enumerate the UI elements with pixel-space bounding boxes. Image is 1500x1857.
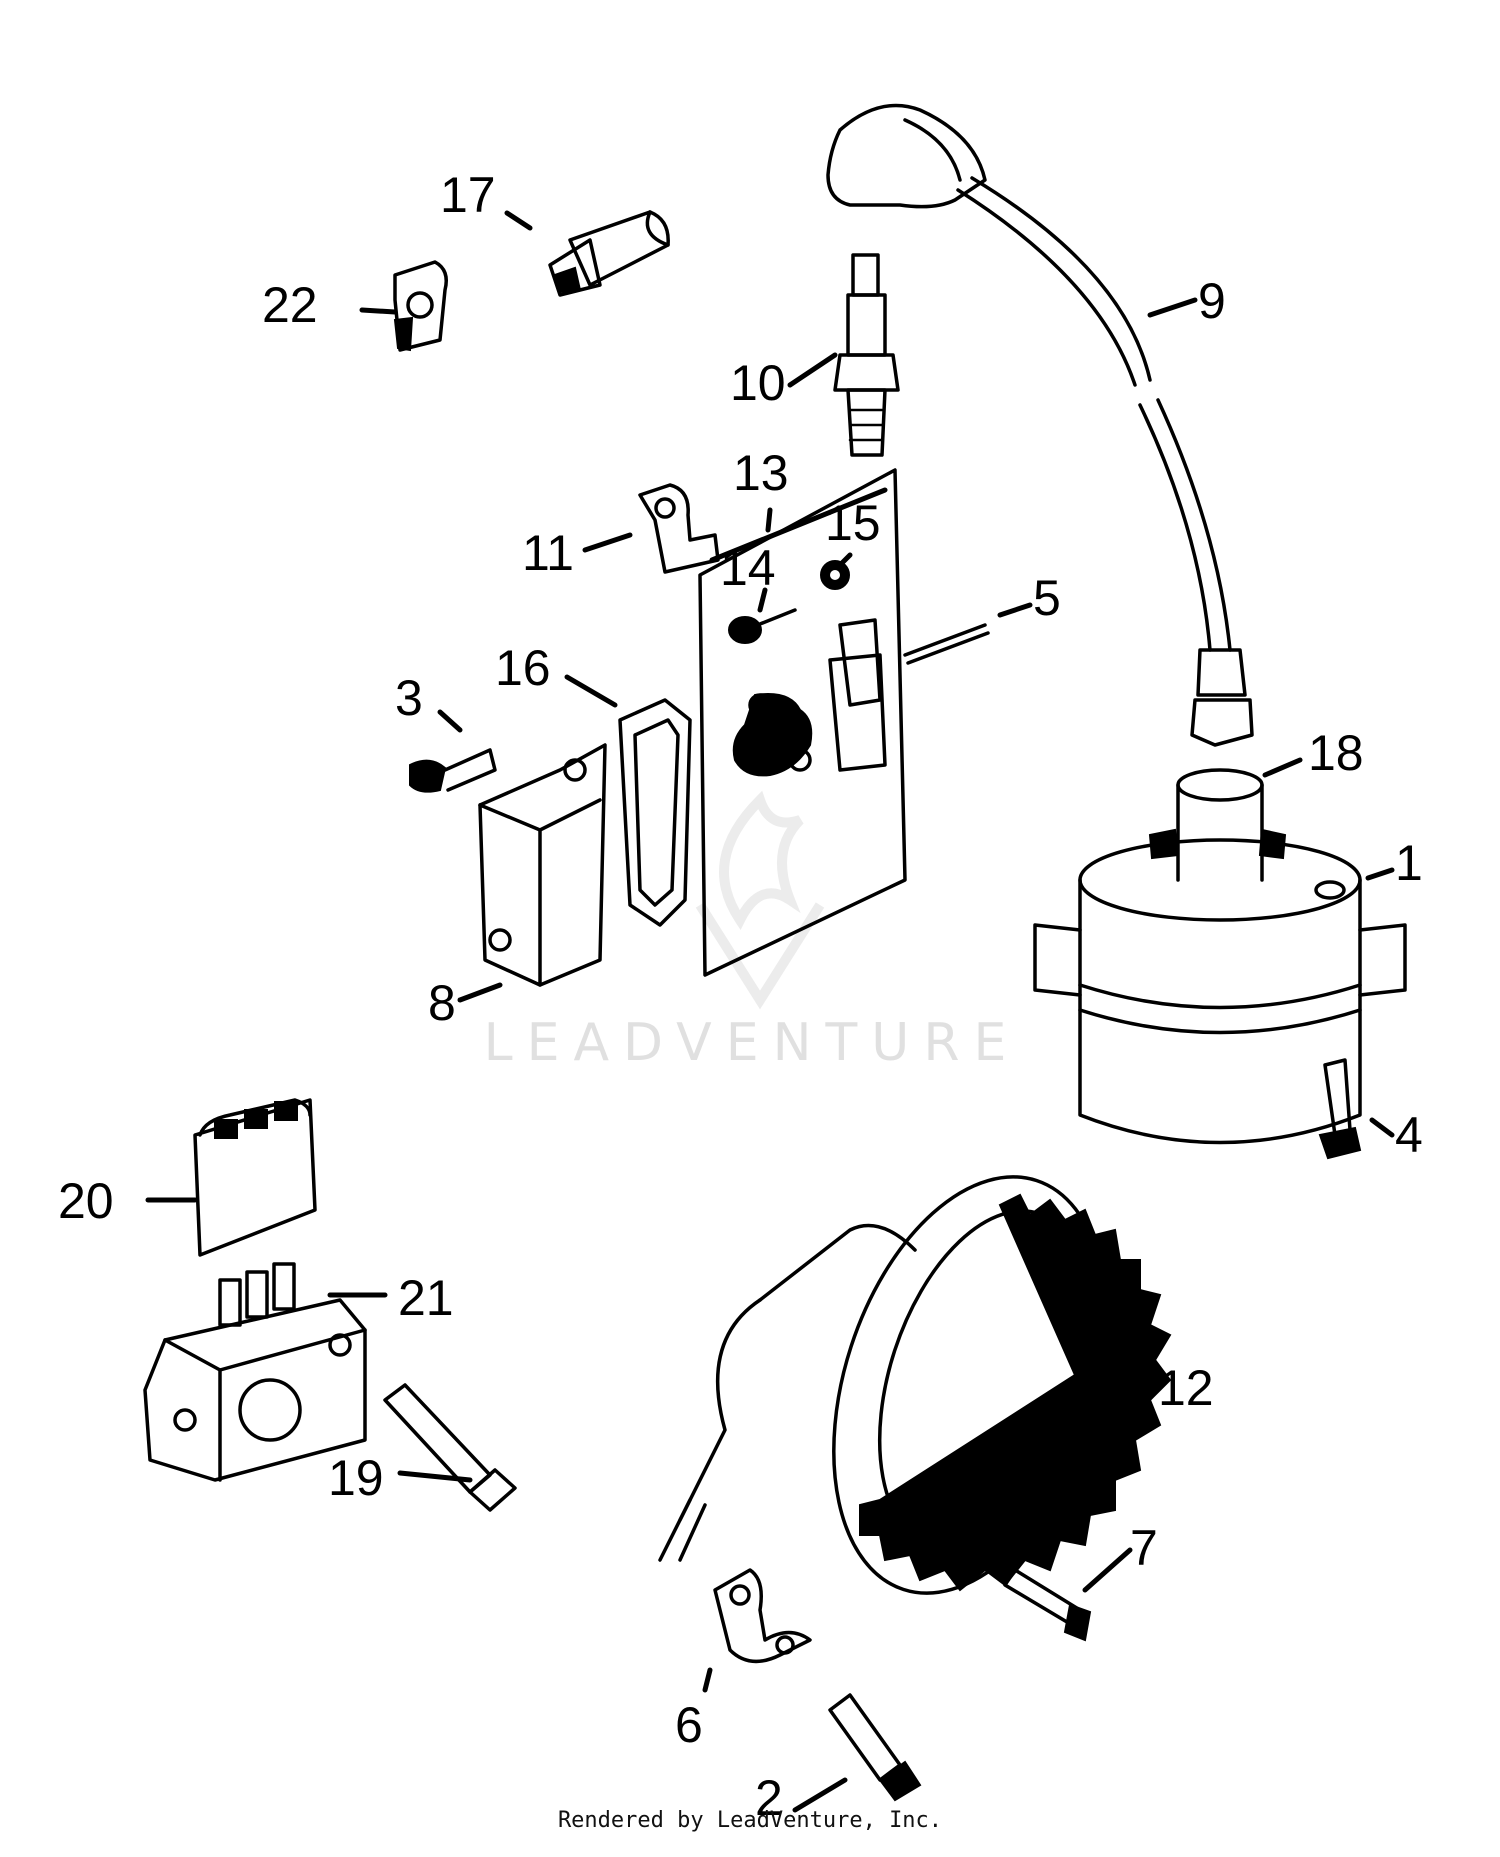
part-1-washer <box>1314 880 1346 900</box>
callout-3: 3 <box>395 670 423 726</box>
callout-15: 15 <box>825 495 881 551</box>
leader-10 <box>787 352 838 388</box>
leader-3 <box>437 709 463 733</box>
callout-21: 21 <box>398 1270 454 1326</box>
leader-17 <box>504 210 533 231</box>
leader-6 <box>702 1667 713 1693</box>
leader-13 <box>709 487 888 563</box>
rendered-by-credit: Rendered by LeadVenture, Inc. <box>557 1808 943 1833</box>
leader-4 <box>1369 1117 1395 1138</box>
leader-7 <box>1082 1547 1133 1593</box>
callout-18: 18 <box>1308 725 1364 781</box>
leader-19 <box>397 1470 473 1483</box>
part-12-stator <box>658 1175 1172 1595</box>
callout-6: 6 <box>675 1697 703 1753</box>
part-11-bracket <box>638 483 720 574</box>
leadventure-watermark: LEADVENTURE <box>484 790 1021 1073</box>
callout-10: 10 <box>730 355 786 411</box>
callout-2: 2 <box>755 1770 783 1826</box>
leader-14 <box>757 587 768 613</box>
leader-15 <box>837 552 853 568</box>
callout-labels: 1 2 3 4 5 6 7 8 9 10 11 12 13 14 15 16 1… <box>58 167 1423 1826</box>
part-20-connector-plug <box>193 1098 317 1257</box>
part-13-breaker-plate <box>698 468 907 977</box>
part-3-screw <box>409 748 497 793</box>
leader-16 <box>564 674 618 708</box>
callout-12: 12 <box>1158 1360 1214 1416</box>
part-6-clamp <box>713 1568 812 1664</box>
leader-11 <box>582 532 633 553</box>
part-21-regulator <box>143 1262 367 1482</box>
watermark-text: LEADVENTURE <box>484 1013 1021 1073</box>
leader-8 <box>457 982 503 1003</box>
callout-16: 16 <box>495 640 551 696</box>
callout-11: 11 <box>522 525 574 581</box>
part-18-ignition-coil <box>1033 768 1407 1145</box>
leader-lines <box>145 210 1395 1813</box>
part-5-pin <box>903 623 990 665</box>
callout-17: 17 <box>440 167 496 223</box>
callout-14: 14 <box>720 540 776 596</box>
callout-19: 19 <box>328 1450 384 1506</box>
callout-5: 5 <box>1033 570 1061 626</box>
callout-13: 13 <box>733 445 789 501</box>
leader-9 <box>1147 297 1198 318</box>
part-16-gasket <box>618 698 692 927</box>
leader-12 <box>1132 1372 1158 1388</box>
callout-1: 1 <box>1395 835 1423 891</box>
part-15-nut <box>820 560 850 590</box>
leader-2 <box>792 1777 848 1813</box>
part-7-bolt <box>1003 1568 1092 1642</box>
callout-4: 4 <box>1395 1107 1423 1163</box>
callout-20: 20 <box>58 1173 114 1229</box>
part-10-spark-plug <box>833 253 900 457</box>
leader-5 <box>997 602 1033 618</box>
callout-9: 9 <box>1198 273 1226 329</box>
callout-7: 7 <box>1130 1520 1158 1576</box>
callout-22: 22 <box>262 277 318 333</box>
leader-22 <box>359 307 398 315</box>
part-8-cover <box>478 743 607 987</box>
part-4-bolt <box>1318 1058 1362 1160</box>
callout-8: 8 <box>428 975 456 1031</box>
part-14-screw <box>728 608 797 644</box>
part-19-bolt <box>383 1383 517 1512</box>
part-9-ignition-wire <box>826 103 1254 747</box>
part-2-bolt <box>828 1693 922 1802</box>
part-22-clip <box>393 260 448 352</box>
part-17-condenser <box>548 210 670 297</box>
leader-18 <box>1262 757 1303 778</box>
leader-1 <box>1365 867 1395 881</box>
